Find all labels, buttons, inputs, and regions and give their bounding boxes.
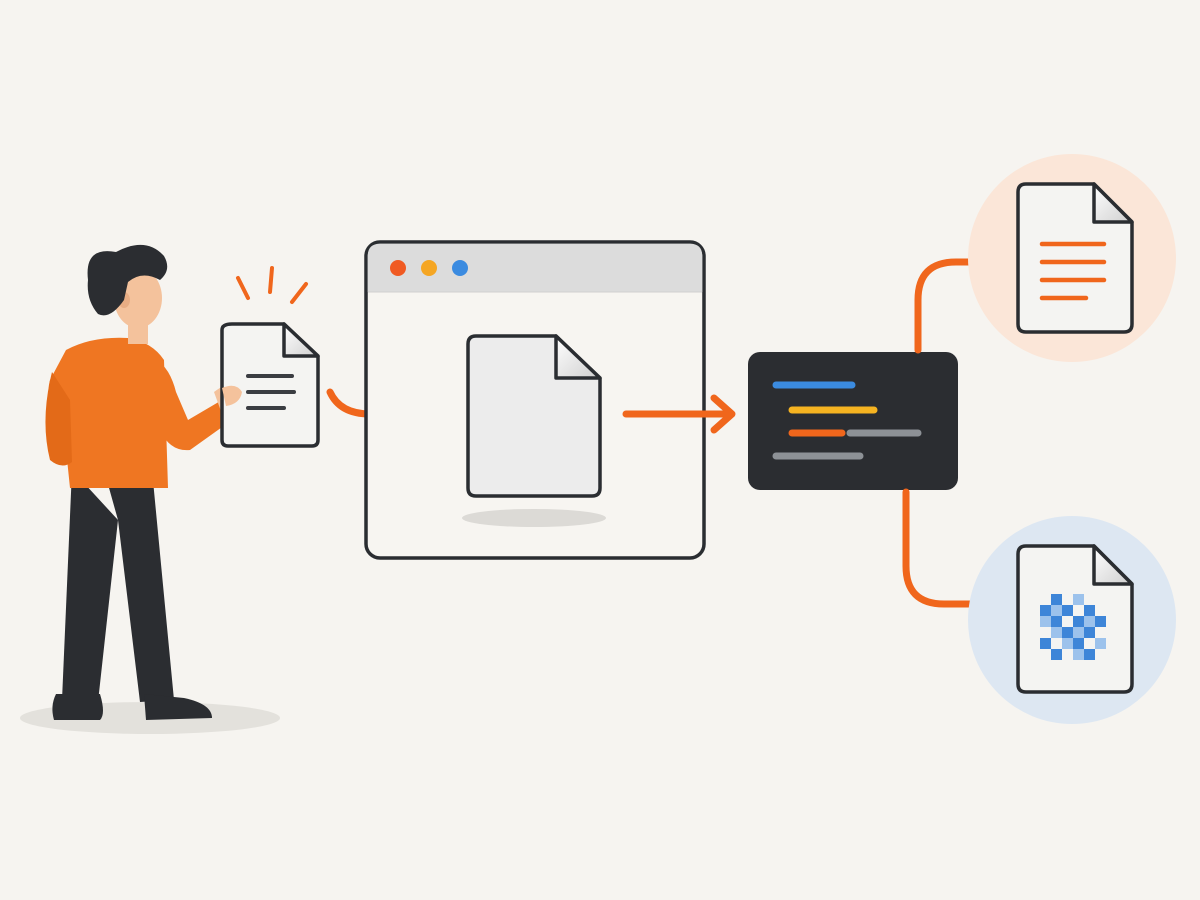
person-figure xyxy=(20,244,280,734)
text-document-lines xyxy=(1039,241,1107,301)
file-fold xyxy=(554,334,602,380)
output-text xyxy=(968,154,1176,362)
person-right-leg xyxy=(104,470,174,702)
attention-mark-right xyxy=(290,282,308,304)
attention-mark-left xyxy=(236,276,250,300)
pixel-tile xyxy=(1084,616,1095,627)
code-icon xyxy=(748,352,958,490)
pixel-tile xyxy=(1073,638,1084,649)
pixel-tile xyxy=(1095,616,1106,627)
person-left-shoe xyxy=(52,694,103,720)
pixel-tile xyxy=(1062,627,1073,638)
browser-window xyxy=(364,240,706,560)
person-left-leg xyxy=(62,470,118,702)
pixel-tile xyxy=(1040,638,1051,649)
code-panel xyxy=(748,352,958,490)
output-image xyxy=(968,516,1176,724)
pixel-tile xyxy=(1073,627,1084,638)
window-minimize-dot xyxy=(421,260,437,276)
person-right-shoe xyxy=(144,694,212,720)
window-maximize-dot xyxy=(452,260,468,276)
attention-mark-middle xyxy=(268,266,274,294)
pixel-tile xyxy=(1084,649,1095,660)
pixel-tile xyxy=(1062,638,1073,649)
document-fold xyxy=(282,322,320,358)
browser-title-bar xyxy=(367,243,703,292)
held-document xyxy=(220,266,320,448)
person-front-arm xyxy=(140,356,232,451)
pixel-tile xyxy=(1051,649,1062,660)
pixel-tile xyxy=(1073,649,1084,660)
arrow-process-head xyxy=(710,394,736,434)
file-shadow xyxy=(462,509,606,527)
pixel-tile xyxy=(1073,594,1084,605)
arrow-process xyxy=(622,394,736,434)
person-fingers xyxy=(222,385,242,406)
pixel-tile xyxy=(1084,605,1095,616)
arrow-branch-image-shaft xyxy=(902,488,1000,608)
attention-marks xyxy=(236,266,308,304)
pixel-tile xyxy=(1062,605,1073,616)
pixel-tile xyxy=(1051,627,1062,638)
pixel-tile xyxy=(1051,616,1062,627)
pixel-tile xyxy=(1084,627,1095,638)
pixel-tile xyxy=(1095,638,1106,649)
pixel-tile xyxy=(1051,594,1062,605)
text-document-fold xyxy=(1092,182,1134,224)
document-text-lines xyxy=(246,374,296,410)
arrow-branch-text-shaft xyxy=(914,258,1000,354)
person-shirt xyxy=(48,337,168,488)
image-document-fold xyxy=(1092,544,1134,586)
pixel-tile xyxy=(1040,616,1051,627)
pixel-grid xyxy=(1040,594,1106,660)
pixel-tile xyxy=(1040,605,1051,616)
window-close-dot xyxy=(390,260,406,276)
code-lines xyxy=(772,381,922,460)
pixel-tile xyxy=(1073,616,1084,627)
person-hair xyxy=(87,244,168,316)
person-back-arm xyxy=(45,372,72,466)
pixel-tile xyxy=(1051,605,1062,616)
